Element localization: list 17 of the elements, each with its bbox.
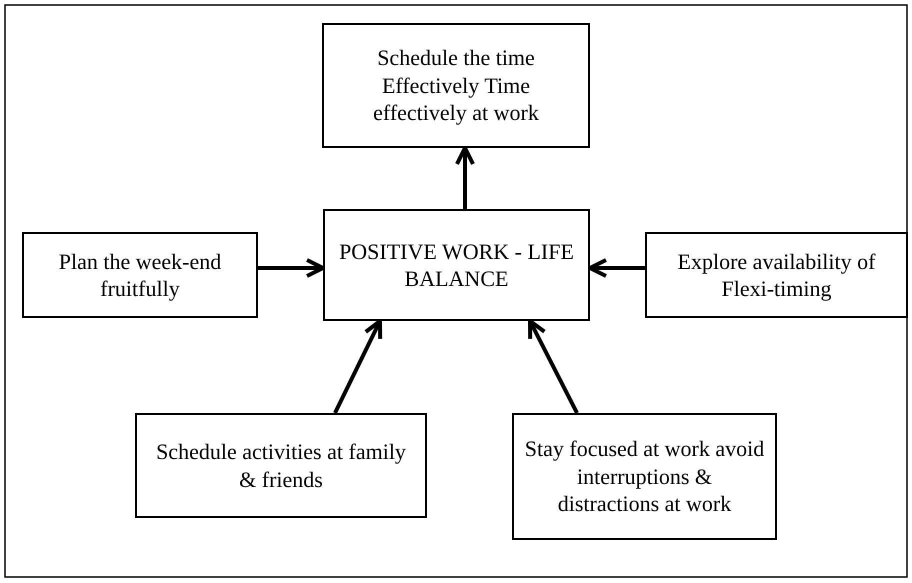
box-text: Schedule the time Effectively Time effectively at work xyxy=(372,44,540,127)
text-box xyxy=(323,209,590,321)
text-box xyxy=(22,232,258,318)
text-box xyxy=(322,23,590,148)
text-box xyxy=(135,413,427,518)
box-text: Schedule activities at family & friends xyxy=(155,438,407,493)
arrow xyxy=(528,319,579,414)
arrow xyxy=(455,146,475,209)
box-text: Plan the week-end fruitfully xyxy=(58,248,222,302)
box-text: Explore availability of Flexi-timing xyxy=(676,248,876,302)
arrow xyxy=(258,258,325,278)
text-box xyxy=(645,232,908,318)
arrow xyxy=(588,258,645,278)
text-box xyxy=(512,413,777,540)
arrow xyxy=(333,319,382,414)
box-text: POSITIVE WORK - LIFE BALANCE xyxy=(338,238,575,292)
box-text: Stay focused at work avoid interruptions & distractions at work xyxy=(524,435,765,518)
